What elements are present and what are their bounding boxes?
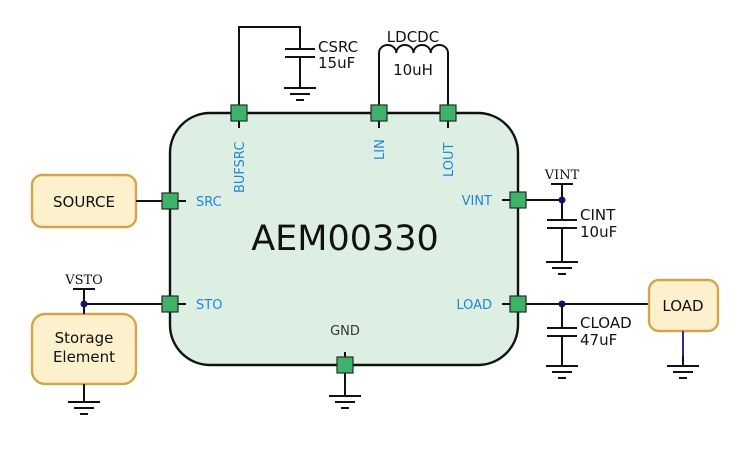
ground-icon (545, 365, 579, 379)
pin-sto (161, 295, 179, 313)
chip-name: AEM00330 (251, 219, 439, 259)
junction-dot (558, 196, 566, 204)
cload-value: 47uF (580, 331, 617, 349)
source-label: SOURCE (53, 193, 115, 211)
ground-icon (283, 87, 317, 101)
pin-vint (509, 191, 527, 209)
pin-gnd (336, 356, 354, 374)
pin-label-gnd: GND (330, 324, 360, 339)
ground-icon (67, 401, 101, 415)
ldcdc-name: LDCDC (387, 28, 439, 46)
pin-label-lout: LOUT (442, 142, 457, 177)
storage-label-line1: Storage (55, 329, 114, 347)
pin-label-sto: STO (196, 298, 222, 313)
pin-load (509, 295, 527, 313)
vsto-net-label: VSTO (64, 273, 103, 288)
pin-label-src: SRC (196, 195, 222, 210)
pin-label-bufsrc: BUFSRC (233, 142, 248, 193)
csrc-name: CSRC (318, 38, 358, 56)
junction-dot (80, 300, 88, 308)
cint-name: CINT (580, 206, 616, 224)
cint-value: 10uF (580, 223, 617, 241)
pin-lin (370, 104, 388, 122)
load-block-label: LOAD (662, 297, 703, 315)
vint-net-label: VINT (544, 168, 580, 183)
pin-label-load: LOAD (456, 298, 492, 313)
pin-label-vint: VINT (462, 194, 492, 209)
pin-label-lin: LIN (373, 139, 388, 160)
pin-lout (439, 104, 457, 122)
csrc-wiring (238, 26, 317, 105)
csrc-value: 15uF (318, 54, 355, 72)
inductor-ldcdc (378, 43, 449, 105)
ldcdc-value: 10uH (393, 61, 433, 79)
pin-bufsrc (230, 104, 248, 122)
ground-icon (545, 261, 579, 275)
storage-label-line2: Element (53, 348, 115, 366)
ground-icon (666, 365, 700, 379)
cload-name: CLOAD (580, 314, 632, 332)
ground-icon (328, 395, 362, 409)
pin-src (161, 192, 179, 210)
